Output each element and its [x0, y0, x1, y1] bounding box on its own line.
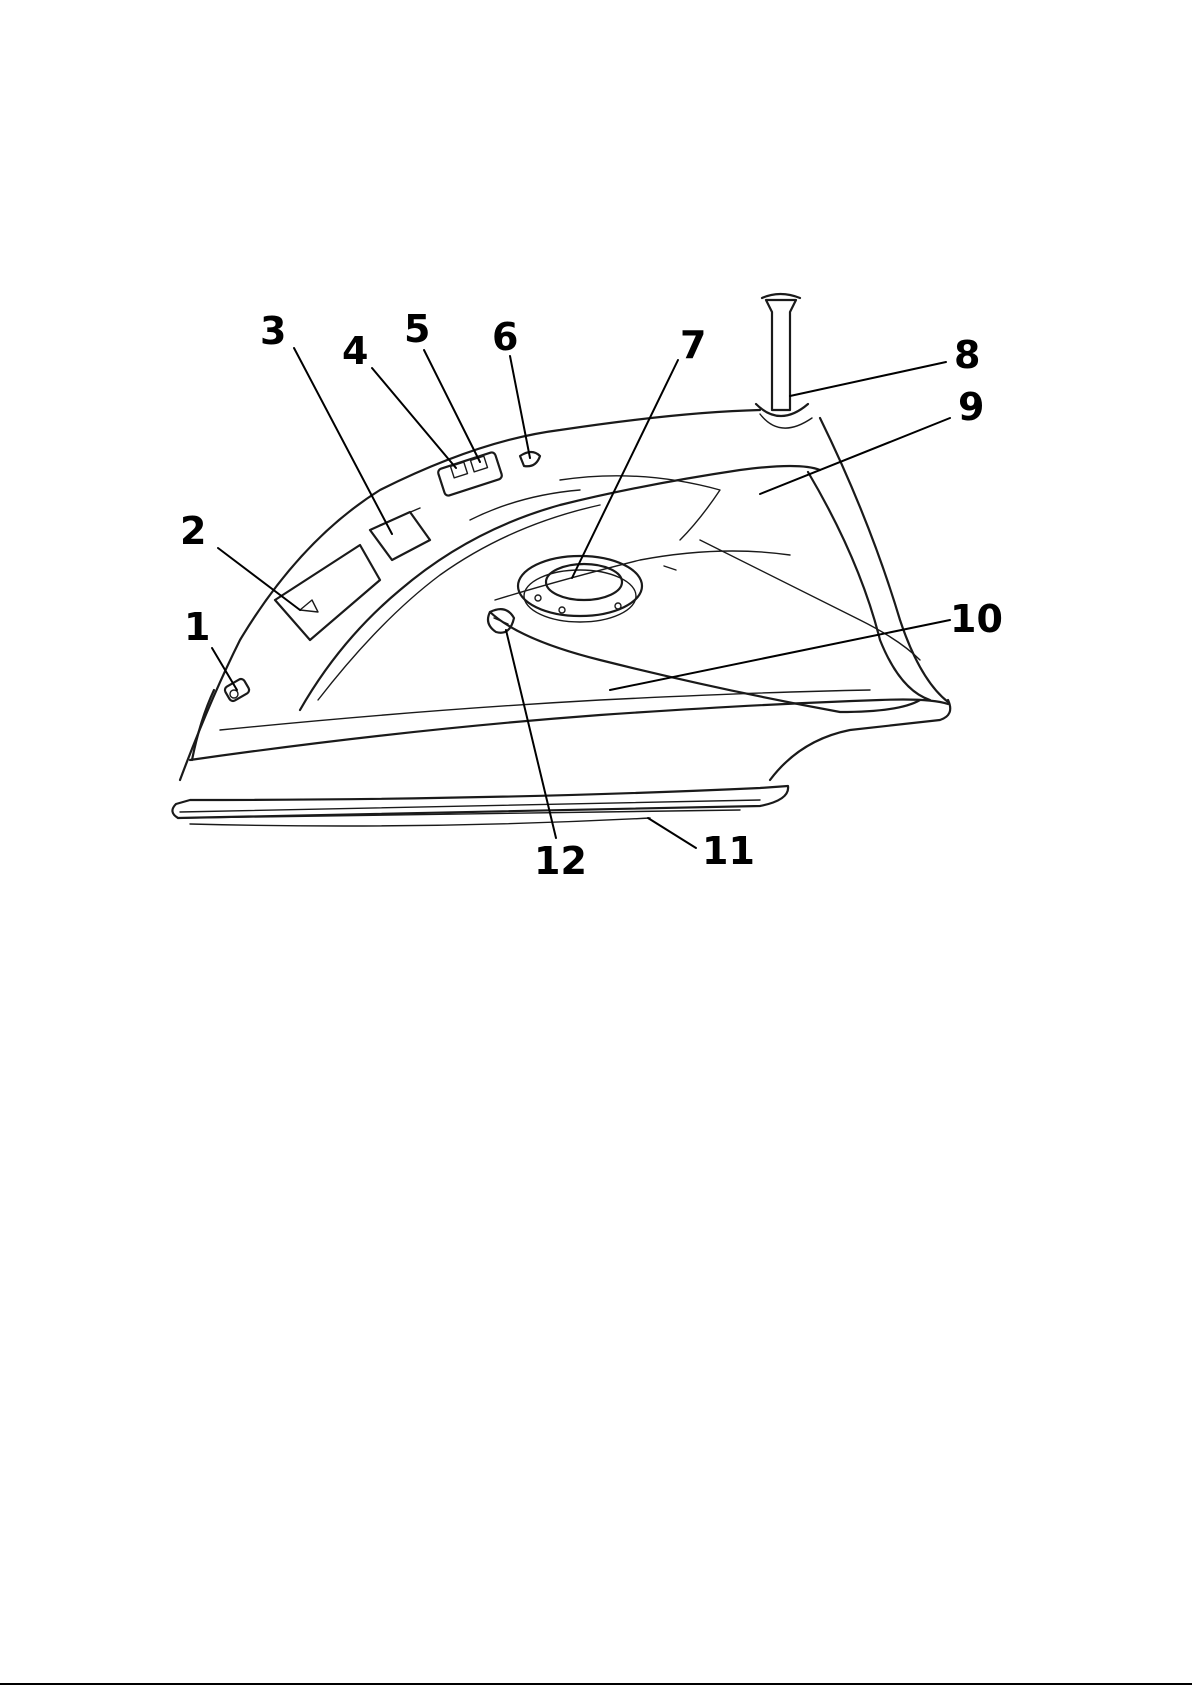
callout-7: 7	[680, 323, 706, 367]
callout-2: 2	[180, 509, 206, 553]
callout-labels: 1 2 3 4 5 6 7 8 9 10 11 12	[180, 307, 1003, 883]
leader-10	[610, 620, 950, 690]
steam-iron-illustration	[172, 294, 950, 826]
leader-lines	[212, 348, 950, 848]
handle-controls	[275, 451, 540, 640]
leader-2	[218, 548, 300, 610]
leader-4	[372, 368, 456, 468]
callout-3: 3	[260, 309, 286, 353]
callout-5: 5	[404, 307, 430, 351]
soleplate	[172, 786, 788, 826]
callout-8: 8	[954, 333, 980, 377]
callout-1: 1	[184, 605, 210, 649]
callout-4: 4	[342, 329, 368, 373]
callout-10: 10	[950, 597, 1003, 641]
cord-guard	[756, 294, 812, 428]
iron-body	[180, 410, 950, 780]
callout-6: 6	[492, 315, 518, 359]
leader-5	[424, 350, 480, 462]
callout-9: 9	[958, 385, 984, 429]
callout-11: 11	[702, 829, 755, 873]
leader-9	[760, 418, 950, 494]
leader-12	[506, 630, 556, 838]
leader-8	[790, 362, 946, 396]
callout-12: 12	[534, 839, 587, 883]
leader-3	[294, 348, 392, 534]
leader-7	[572, 360, 678, 578]
leader-11	[648, 818, 696, 848]
leader-6	[510, 356, 530, 458]
temperature-dial	[518, 556, 676, 622]
